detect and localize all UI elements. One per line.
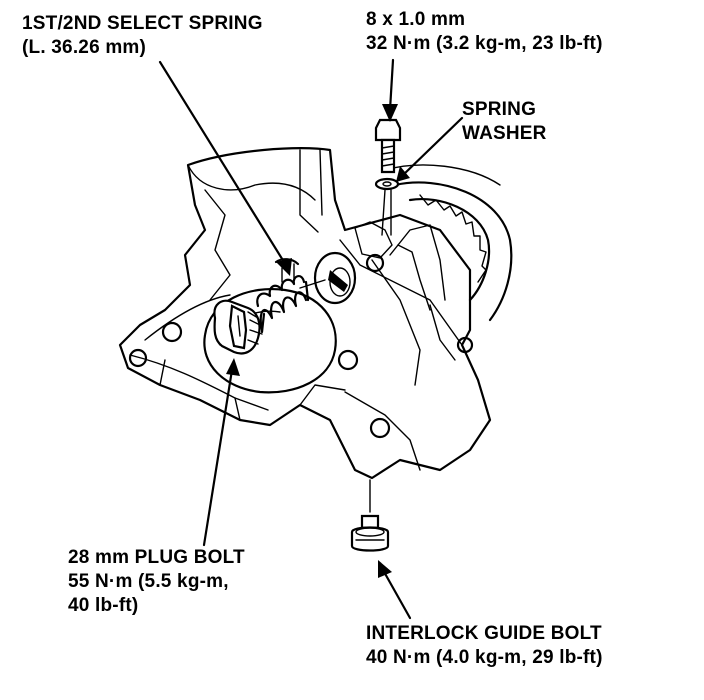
arrowhead-icon [226, 358, 240, 376]
plug-bolt-title: 28 mm PLUG BOLT [68, 547, 245, 568]
plug-bolt [213, 299, 263, 355]
mounting-holes [128, 253, 474, 439]
arrowhead-icon [382, 104, 398, 122]
select-spring-callout: 1ST/2ND SELECT SPRING (L. 36.26 mm) [22, 12, 263, 60]
select-spring-length: (L. 36.26 mm) [22, 37, 147, 58]
select-spring-title: 1ST/2ND SELECT SPRING [22, 13, 263, 34]
interlock-guide-bolt [350, 479, 390, 552]
arrowhead-icon [378, 560, 392, 578]
plug-bolt-torque-cont: 40 lb-ft) [68, 595, 139, 616]
leader-top-bolt [388, 58, 395, 112]
top-bolt [374, 118, 402, 236]
interlock-bolt-torque: 40 N·m (4.0 kg-m, 29 lb-ft) [366, 647, 603, 668]
top-bolt-callout: 8 x 1.0 mm 32 N·m (3.2 kg-m, 23 lb-ft) [366, 8, 603, 56]
ring-gear [384, 164, 513, 322]
spring-washer-callout: SPRING WASHER [462, 98, 547, 146]
transmission-housing [118, 147, 492, 480]
leader-spring-washer [400, 116, 464, 178]
spring-washer-line1: SPRING [462, 99, 537, 120]
leader-select-spring [158, 60, 286, 264]
interlock-bolt-callout: INTERLOCK GUIDE BOLT 40 N·m (4.0 kg-m, 2… [366, 622, 603, 670]
top-bolt-torque: 32 N·m (3.2 kg-m, 23 lb-ft) [366, 33, 603, 54]
plug-bolt-torque: 55 N·m (5.5 kg-m, [68, 571, 229, 592]
spring-hole [313, 251, 357, 305]
arrowheads [226, 104, 410, 578]
spring-washer-line2: WASHER [462, 123, 547, 144]
top-bolt-size: 8 x 1.0 mm [366, 9, 466, 30]
arrowhead-icon [396, 166, 410, 182]
leader-interlock-bolt [381, 568, 412, 620]
leader-plug-bolt [202, 368, 234, 547]
leader-lines [158, 58, 464, 620]
plug-bolt-callout: 28 mm PLUG BOLT 55 N·m (5.5 kg-m, 40 lb-… [68, 546, 245, 618]
arrowhead-icon [276, 258, 292, 276]
shaft-parts [354, 221, 431, 311]
interlock-bolt-title: INTERLOCK GUIDE BOLT [366, 623, 602, 644]
